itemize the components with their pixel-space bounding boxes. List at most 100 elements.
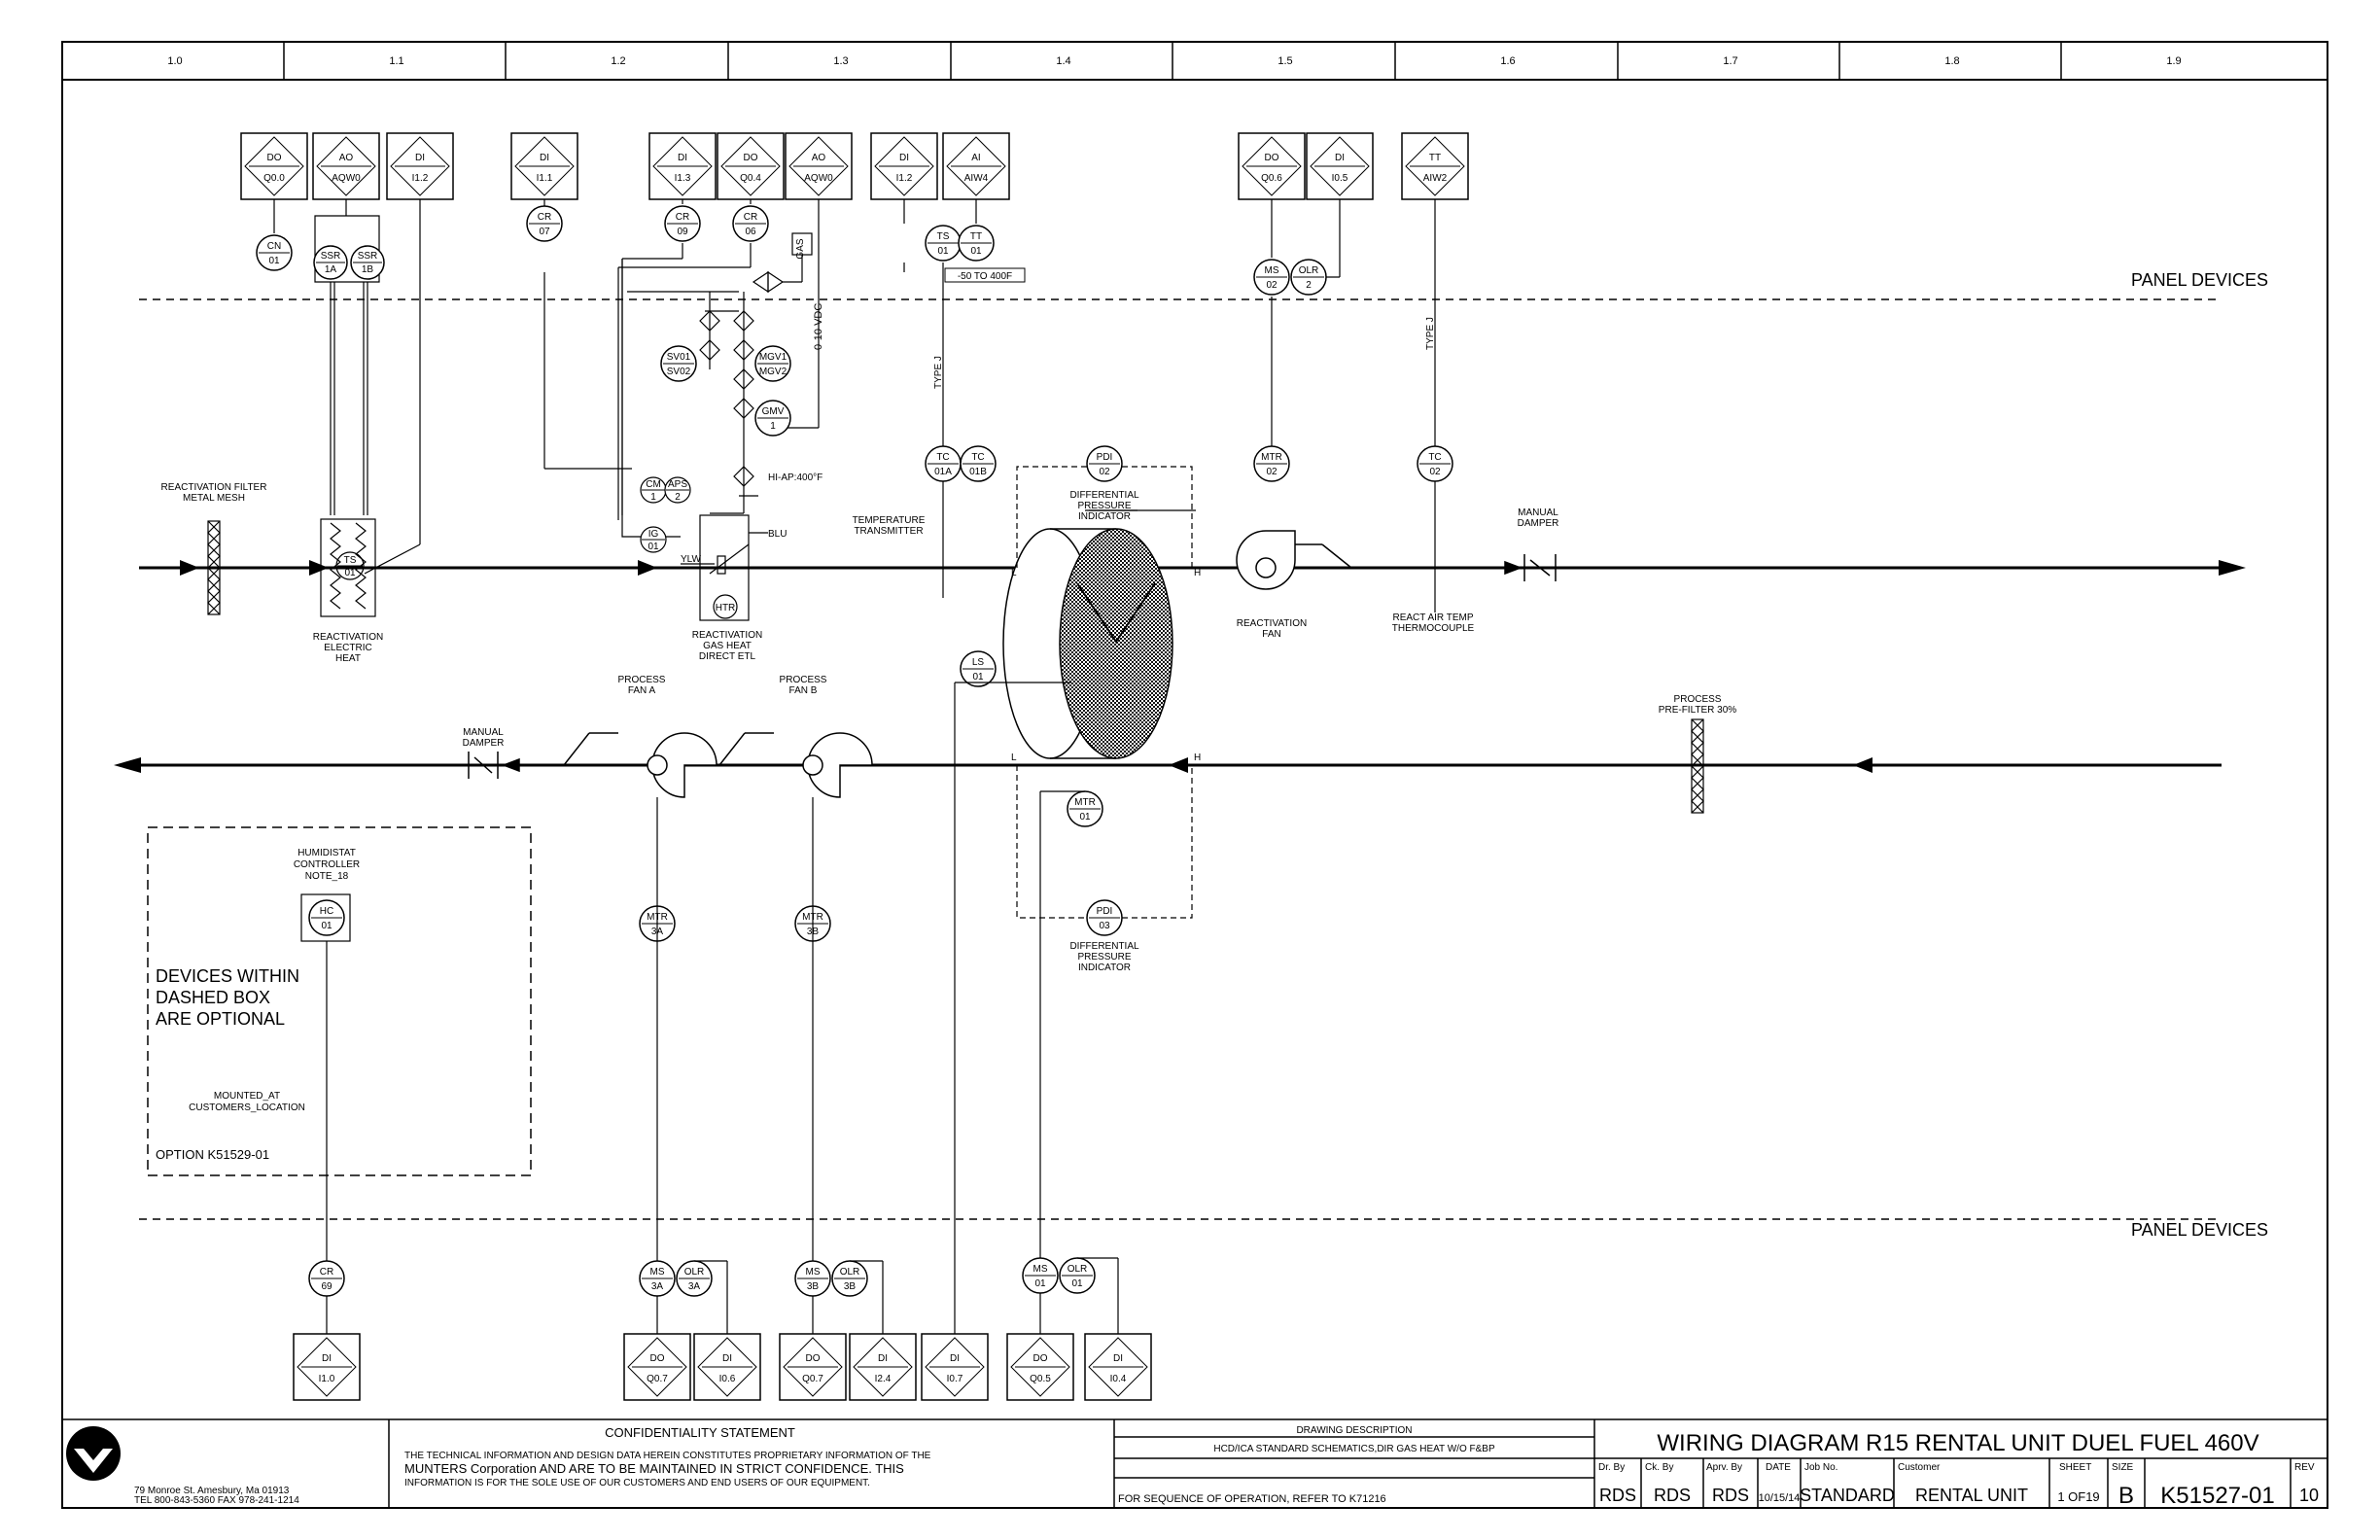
prefilter-label: PRE-FILTER 30% bbox=[1659, 705, 1736, 716]
svg-text:Q0.7: Q0.7 bbox=[647, 1374, 668, 1384]
reactivation-outlet-arrow bbox=[2219, 560, 2246, 576]
confidentiality-text: INFORMATION IS FOR THE SOLE USE OF OUR C… bbox=[404, 1478, 870, 1488]
svg-text:MS: MS bbox=[1265, 265, 1279, 276]
dpi-label: INDICATOR bbox=[1078, 962, 1131, 973]
zone-label: 1.9 bbox=[2166, 55, 2181, 67]
svg-text:07: 07 bbox=[539, 227, 550, 237]
svg-text:DI: DI bbox=[1113, 1353, 1123, 1364]
svg-text:I1.2: I1.2 bbox=[896, 173, 913, 184]
zone-label: 1.4 bbox=[1056, 55, 1070, 67]
field-label: REV bbox=[2294, 1462, 2315, 1473]
optional-note: DEVICES WITHIN bbox=[156, 966, 299, 986]
svg-text:CM: CM bbox=[646, 479, 661, 490]
svg-text:IG: IG bbox=[648, 529, 659, 540]
wire-label: H bbox=[1194, 752, 1201, 763]
react-elec-label: HEAT bbox=[335, 653, 361, 664]
field-value: STANDARD bbox=[1800, 1486, 1895, 1505]
manual-damper-label: MANUAL bbox=[1518, 508, 1558, 518]
dpi-label: PRESSURE bbox=[1077, 952, 1131, 962]
svg-text:DO: DO bbox=[1033, 1353, 1048, 1364]
svg-text:TS: TS bbox=[937, 231, 950, 242]
range-label: -50 TO 400F bbox=[958, 271, 1012, 282]
react-elec-label: REACTIVATION bbox=[313, 632, 383, 643]
svg-text:TC: TC bbox=[1428, 452, 1441, 463]
svg-text:I1.0: I1.0 bbox=[319, 1374, 335, 1384]
svg-text:02: 02 bbox=[1266, 280, 1278, 291]
gas-label: GAS bbox=[795, 238, 806, 259]
field-value: 10/15/14 bbox=[1759, 1492, 1801, 1504]
wire-label: L bbox=[1011, 752, 1017, 763]
svg-text:OLR: OLR bbox=[840, 1267, 860, 1278]
vdc-label: 0-10 VDC bbox=[813, 303, 824, 350]
manual-damper bbox=[468, 752, 520, 779]
svg-text:SV01: SV01 bbox=[667, 352, 691, 363]
svg-text:Q0.4: Q0.4 bbox=[740, 173, 761, 184]
svg-text:LS: LS bbox=[972, 657, 985, 668]
svg-text:GMV: GMV bbox=[762, 406, 785, 417]
svg-text:I0.7: I0.7 bbox=[947, 1374, 963, 1384]
field-label: Job No. bbox=[1804, 1462, 1838, 1473]
drawing-description-title: DRAWING DESCRIPTION bbox=[1296, 1425, 1412, 1436]
tag-circle: HTR bbox=[713, 594, 738, 619]
manual-damper-label: DAMPER bbox=[1518, 518, 1559, 529]
temp-transmitter-label: TRANSMITTER bbox=[854, 526, 923, 537]
wire-label: L bbox=[1011, 568, 1017, 578]
svg-text:DI: DI bbox=[415, 153, 425, 163]
svg-text:I0.4: I0.4 bbox=[1110, 1374, 1127, 1384]
dpi-label: INDICATOR bbox=[1078, 511, 1131, 522]
svg-text:DO: DO bbox=[806, 1353, 821, 1364]
panel-devices-label: PANEL DEVICES bbox=[2131, 270, 2268, 290]
svg-text:I0.5: I0.5 bbox=[1332, 173, 1348, 184]
dpi-label: PRESSURE bbox=[1077, 501, 1131, 511]
svg-text:APS: APS bbox=[668, 479, 687, 490]
svg-text:3B: 3B bbox=[844, 1281, 857, 1292]
reactivation-electric-heater bbox=[320, 518, 376, 617]
process-fan-label: FAN A bbox=[628, 685, 656, 696]
type-j-label: TYPE J bbox=[933, 356, 944, 389]
blu-label: BLU bbox=[768, 529, 787, 540]
react-air-label: THERMOCOUPLE bbox=[1392, 623, 1475, 634]
svg-text:TC: TC bbox=[971, 452, 984, 463]
svg-text:1: 1 bbox=[770, 421, 776, 432]
tag-circle: CM 1 bbox=[640, 476, 667, 504]
svg-text:02: 02 bbox=[1099, 467, 1110, 477]
mounted-label: MOUNTED_AT bbox=[214, 1091, 280, 1102]
svg-text:SV02: SV02 bbox=[667, 367, 691, 377]
svg-text:Q0.5: Q0.5 bbox=[1030, 1374, 1051, 1384]
type-j-label: TYPE J bbox=[1425, 317, 1436, 350]
svg-text:DO: DO bbox=[650, 1353, 665, 1364]
ylw-label: YLW bbox=[681, 554, 701, 565]
zone-label: 1.3 bbox=[833, 55, 848, 67]
humidistat-label: CONTROLLER bbox=[294, 859, 360, 870]
temp-transmitter-label: TEMPERATURE bbox=[853, 515, 926, 526]
field-label: SHEET bbox=[2059, 1462, 2091, 1473]
manual-damper-label: MANUAL bbox=[463, 727, 504, 738]
manual-damper bbox=[1504, 554, 1557, 581]
svg-text:1: 1 bbox=[650, 492, 656, 503]
svg-text:01: 01 bbox=[970, 246, 982, 257]
svg-text:SSR: SSR bbox=[358, 251, 378, 262]
svg-text:MTR: MTR bbox=[1074, 797, 1096, 808]
react-elec-label: ELECTRIC bbox=[324, 643, 371, 653]
svg-text:I1.3: I1.3 bbox=[675, 173, 691, 184]
svg-text:SSR: SSR bbox=[321, 251, 341, 262]
react-gas-label: DIRECT ETL bbox=[699, 651, 756, 662]
zone-label: 1.2 bbox=[611, 55, 625, 67]
process-prefilter bbox=[1691, 718, 1704, 814]
react-fan-label: FAN bbox=[1262, 629, 1280, 640]
